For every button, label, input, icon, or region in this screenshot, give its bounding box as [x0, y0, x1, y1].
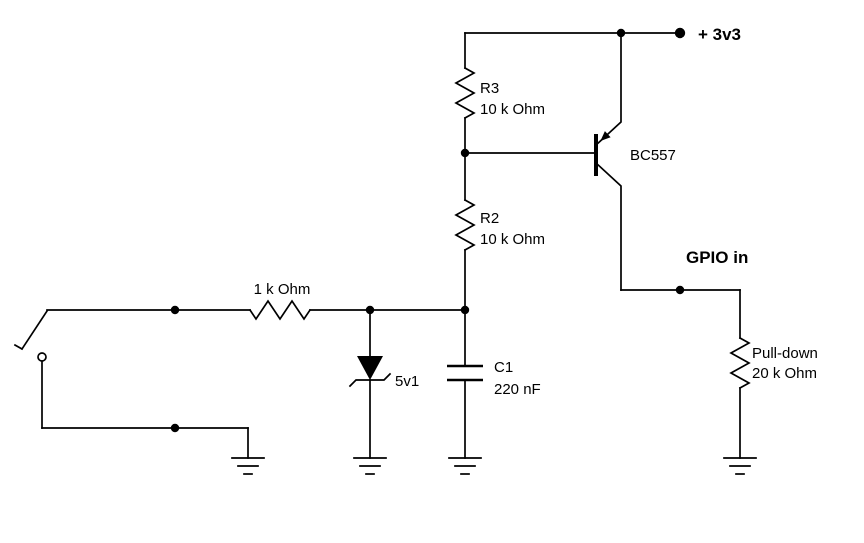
- resistor-r3: R3 10 k Ohm: [454, 32, 545, 154]
- gpio-label: GPIO in: [686, 248, 748, 267]
- r2-value-label: 10 k Ohm: [480, 231, 545, 248]
- junction-dot-input: [170, 305, 180, 315]
- resistor-r3-symbol: [454, 66, 476, 120]
- switch: [13, 309, 265, 475]
- supply-label: + 3v3: [698, 25, 741, 44]
- ground-symbol-return: [231, 457, 265, 475]
- resistor-r2-symbol: [454, 198, 476, 252]
- switch-lever-tick: [13, 343, 24, 351]
- junction-dot-return: [170, 423, 180, 433]
- ground-symbol-zener: [353, 457, 387, 475]
- cap-name-label: C1: [494, 359, 513, 376]
- transistor-label: BC557: [630, 147, 676, 164]
- resistor-pulldown-symbol: [729, 336, 751, 390]
- switch-lever: [20, 309, 49, 351]
- power-rail: + 3v3: [464, 25, 741, 44]
- capacitor-c1: C1 220 nF: [447, 309, 541, 475]
- r3-value-label: 10 k Ohm: [480, 101, 545, 118]
- transistor-emitter-lead: [594, 32, 622, 147]
- supply-terminal-dot: [674, 27, 686, 39]
- transistor-emitter-arrow: [600, 131, 611, 141]
- resistor-r1-symbol: [248, 299, 312, 321]
- ground-symbol-pulldown: [723, 457, 757, 475]
- pulldown-name-label: Pull-down: [752, 345, 818, 362]
- zener-triangle: [357, 356, 383, 380]
- r3-name-label: R3: [480, 80, 499, 97]
- pulldown-value-label: 20 k Ohm: [752, 365, 817, 382]
- ground-symbol-cap: [448, 457, 482, 475]
- resistor-r2: R2 10 k Ohm: [454, 148, 597, 311]
- gpio-node: GPIO in: [620, 248, 748, 295]
- zener-value-label: 5v1: [395, 373, 419, 390]
- transistor-collector-lead: [594, 161, 622, 291]
- switch-contact-circle: [37, 352, 47, 362]
- input-line: 1 k Ohm: [46, 281, 470, 321]
- r2-name-label: R2: [480, 210, 499, 227]
- gpio-terminal-dot: [675, 285, 685, 295]
- transistor-bc557: BC557: [594, 32, 676, 291]
- zener-diode: 5v1: [348, 309, 419, 475]
- r1-value-label: 1 k Ohm: [254, 281, 311, 298]
- cap-value-label: 220 nF: [494, 381, 541, 398]
- pulldown-resistor: Pull-down 20 k Ohm: [723, 289, 818, 475]
